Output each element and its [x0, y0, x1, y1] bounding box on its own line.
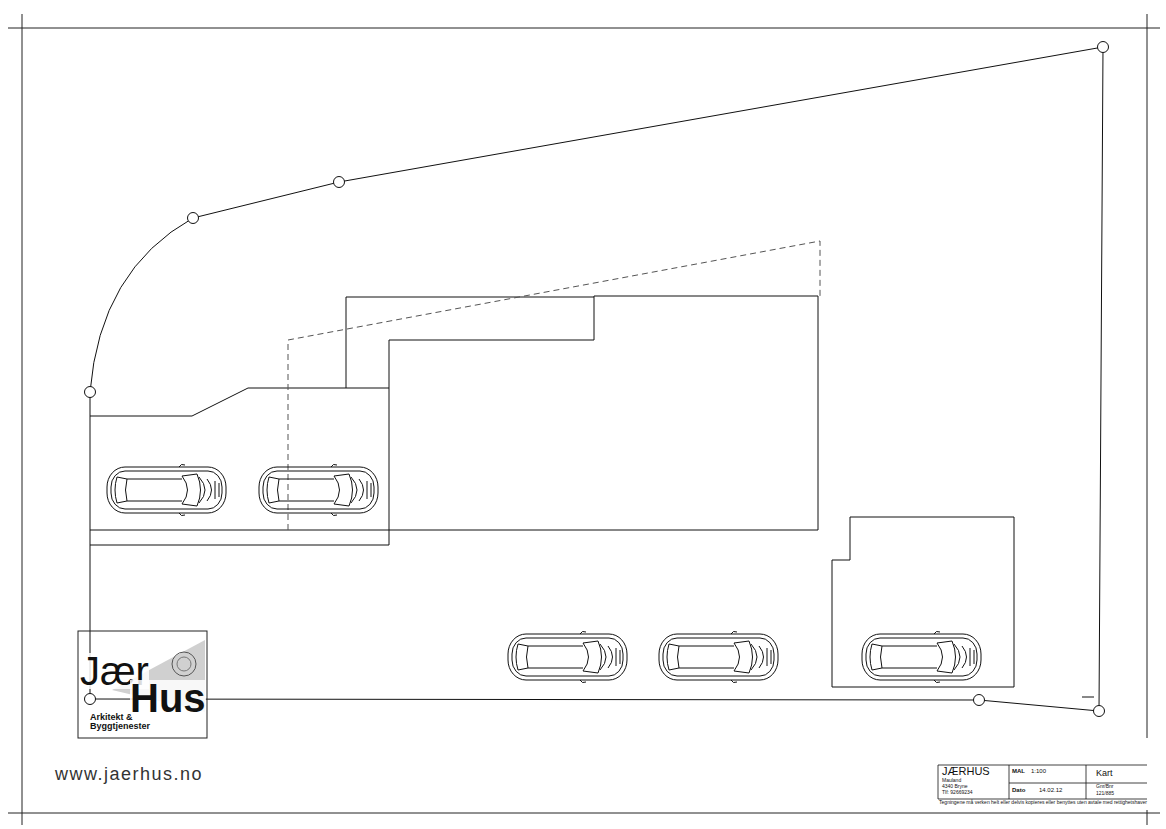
title-text: 1:100: [1031, 768, 1046, 774]
title-block-cell: Gnr/Bnr 121/885: [1086, 783, 1147, 799]
title-ground: [932, 738, 1152, 810]
logo-text: Arkitekt & Byggtjenester: [90, 713, 152, 732]
title-text: 14.02.12: [1039, 787, 1062, 793]
logo-box: JærHusArkitekt & Byggtjenester: [78, 631, 207, 738]
garage-outline: [832, 517, 1014, 687]
roof-projection: [288, 241, 820, 530]
title-text: Kart: [1096, 769, 1113, 778]
title-block-cell: JÆRHUSMauland4340 BryneTlf: 92669234: [938, 765, 1009, 799]
title-text: Tlf: 92669234: [942, 790, 973, 795]
logo-text: Hus: [130, 680, 206, 716]
cars: [107, 464, 981, 682]
title-text: MAL: [1012, 768, 1025, 774]
boundary-points: [85, 42, 1109, 717]
title-text: 4340 Bryne: [942, 784, 968, 789]
title-block-grid: [938, 765, 1147, 799]
title-block-cell: MAL 1:100: [1009, 765, 1086, 783]
tick-mark: [1082, 697, 1094, 698]
car: [107, 464, 226, 515]
copyright-note: Tegningene må verken helt eller delvis k…: [939, 800, 1147, 805]
property-boundary: [90, 47, 1103, 711]
sheet-frame: [8, 14, 1160, 825]
car: [508, 631, 627, 682]
title-text: Dato: [1012, 787, 1025, 793]
title-text: 121/885: [1096, 791, 1114, 796]
title-block-cell: Dato 14.02.12: [1009, 783, 1086, 799]
title-block-cell: Kart: [1086, 765, 1147, 783]
website-label: www.jaerhus.no: [55, 765, 203, 784]
car: [659, 631, 778, 682]
car: [862, 631, 981, 682]
logo-graphic: [78, 631, 207, 738]
title-text: Gnr/Bnr: [1096, 784, 1114, 789]
title-text: Mauland: [942, 778, 961, 783]
title-text: JÆRHUS: [942, 766, 990, 778]
house-outline: [90, 296, 818, 545]
car: [259, 464, 378, 515]
